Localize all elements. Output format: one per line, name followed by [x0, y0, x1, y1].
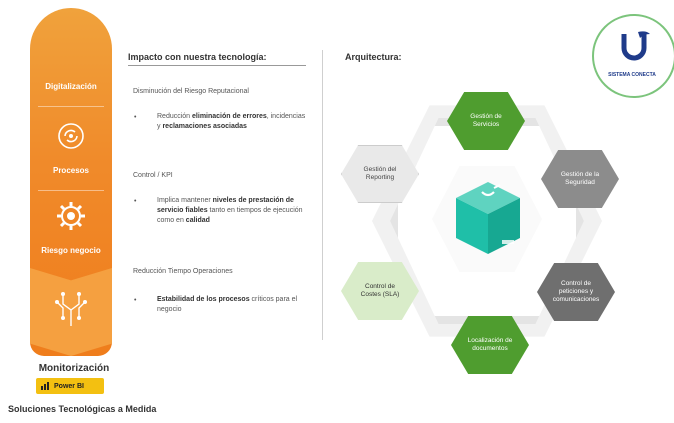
node-control-peticiones: Control de peticiones y comunicaciones	[537, 263, 615, 321]
impact-title: Impacto con nuestra tecnología:	[128, 52, 267, 62]
platform-cube-icon	[456, 182, 520, 254]
company-logo	[592, 14, 674, 98]
impact-section-heading: Reducción Tiempo Operaciones	[133, 268, 233, 275]
impact-section-heading: Control / KPI	[133, 172, 173, 179]
node-localizacion-documentos: Localización de documentos	[451, 316, 529, 374]
impact-title-underline	[128, 65, 306, 66]
powerbi-icon	[41, 382, 49, 390]
logo-emblem-icon	[621, 31, 650, 61]
impact-bullet-text: Implica mantener niveles de prestación d…	[157, 197, 303, 224]
pillar-label-procesos: Procesos	[52, 166, 90, 175]
impact-bullet-text: Reducción eliminación de errores, incide…	[157, 113, 306, 130]
pillar-label-riesgo: Riesgo negocio	[41, 246, 101, 255]
powerbi-label: Power BI	[54, 382, 84, 390]
node-gestion-seguridad: Gestión de la Seguridad	[541, 150, 619, 208]
column-divider	[322, 50, 323, 340]
risk-gear-icon	[57, 202, 85, 230]
pillar-bottom-hex	[30, 268, 112, 356]
logo-caption: SISTEMA CONECTA	[608, 72, 656, 78]
pillar-label-digitalizacion: Digitalización	[45, 82, 97, 91]
circuit-icon	[55, 292, 87, 326]
footer-title: Soluciones Tecnológicas a Medida	[8, 404, 157, 414]
bullet-dot: •	[134, 198, 137, 205]
bullet-dot: •	[134, 114, 137, 121]
process-icon	[58, 123, 84, 149]
bullet-dot: •	[134, 297, 137, 304]
node-control-costes: Control de Costes (SLA)	[341, 262, 419, 320]
impact-section-heading: Disminución del Riesgo Reputacional	[133, 88, 249, 95]
impact-bullet-text: Estabilidad de los procesos críticos par…	[157, 296, 298, 313]
powerbi-badge: Power BI	[36, 378, 104, 394]
node-gestion-servicios: Gestión de Servicios	[447, 92, 525, 150]
pillar-divider	[38, 106, 104, 107]
pillar-divider	[38, 190, 104, 191]
monitoring-label: Monitorización	[38, 363, 110, 374]
architecture-title: Arquitectura:	[345, 52, 402, 62]
node-gestion-reporting: Gestión del Reporting	[341, 145, 419, 203]
